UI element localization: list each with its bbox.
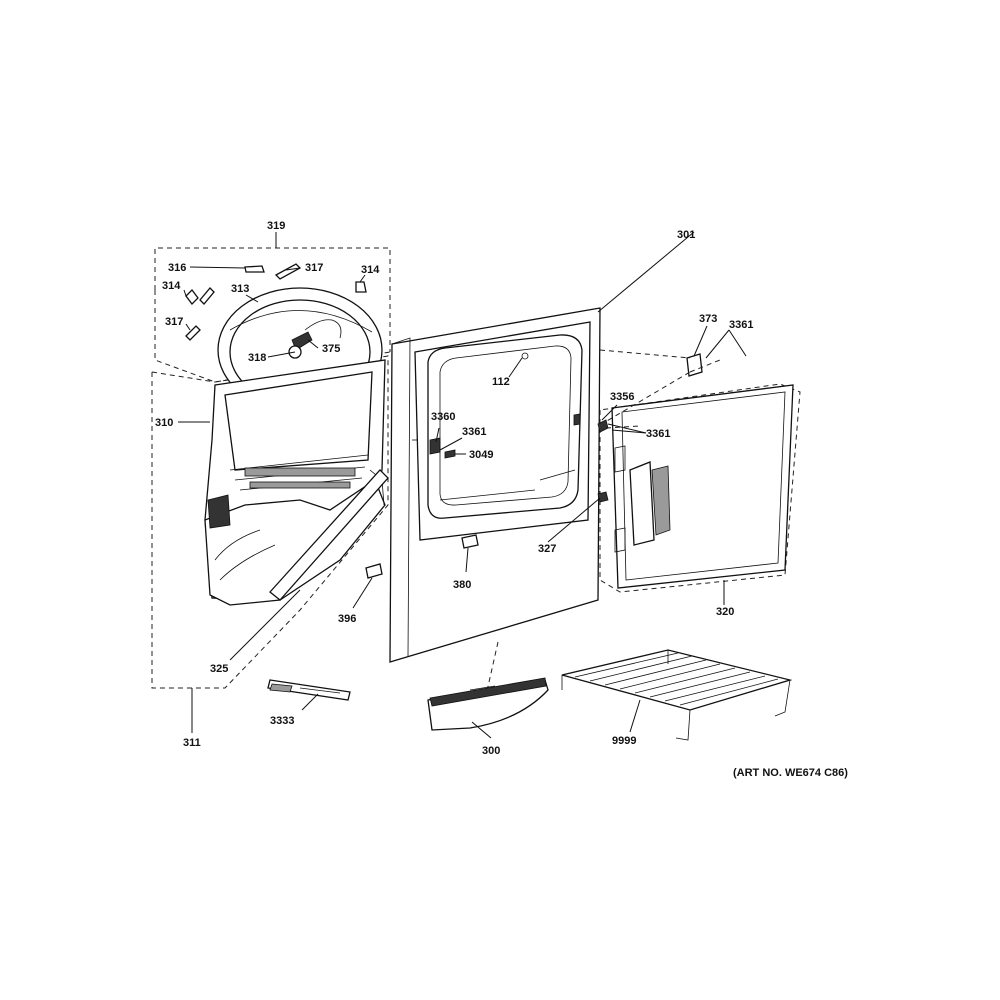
part-396 [365, 563, 383, 579]
callout-319: 319 [267, 220, 285, 232]
callout-3361-top: 3361 [729, 319, 753, 331]
callout-301: 301 [677, 229, 695, 241]
callout-310: 310 [155, 417, 173, 429]
art-number: (ART NO. WE674 C86) [733, 767, 848, 779]
callout-311: 311 [183, 737, 201, 749]
callout-labels: 319 316 317 314 314 313 317 318 375 310 … [155, 220, 753, 757]
callout-396: 396 [338, 613, 356, 625]
callout-317-left: 317 [165, 316, 183, 328]
leader-lines [178, 231, 747, 739]
part-3333 [267, 679, 351, 701]
callout-112: 112 [492, 376, 510, 388]
callout-375: 375 [322, 343, 340, 355]
hinge-pins [597, 419, 641, 503]
callout-3356: 3356 [610, 391, 634, 403]
callout-3361-door: 3361 [646, 428, 670, 440]
group-319-box [154, 232, 391, 383]
callout-3049: 3049 [469, 449, 493, 461]
callout-327: 327 [538, 543, 556, 555]
callout-373: 373 [699, 313, 717, 325]
callout-3333: 3333 [270, 715, 294, 727]
drying-rack-9999 [561, 649, 793, 741]
hinge-373 [599, 349, 721, 426]
callout-3361-panel: 3361 [462, 426, 486, 438]
callout-9999: 9999 [612, 735, 636, 747]
callout-3360: 3360 [431, 411, 455, 423]
callout-300: 300 [482, 745, 500, 757]
small-parts-319 [185, 263, 367, 359]
callout-318: 318 [248, 352, 266, 364]
callout-317-top: 317 [305, 262, 323, 274]
callout-320: 320 [716, 606, 734, 618]
callout-313: 313 [231, 283, 249, 295]
callout-314-left: 314 [162, 280, 181, 292]
front-bulkhead-assembly [204, 359, 389, 606]
callout-316: 316 [168, 262, 186, 274]
door-320 [599, 383, 801, 593]
callout-325: 325 [210, 663, 228, 675]
front-panel-301 [389, 307, 601, 701]
lint-filter-300 [427, 677, 549, 731]
callout-314-right: 314 [361, 264, 380, 276]
callout-380: 380 [453, 579, 471, 591]
